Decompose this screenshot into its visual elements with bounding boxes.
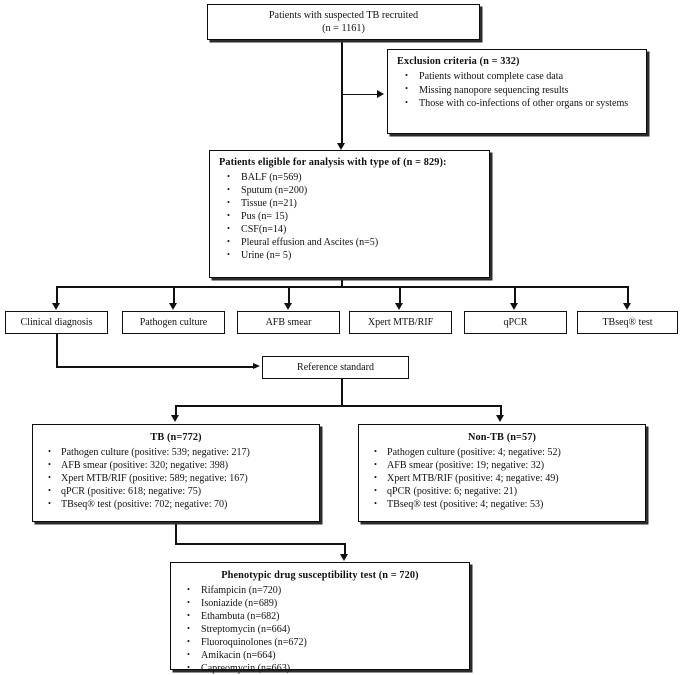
list-item: Urine (n= 5): [219, 249, 481, 262]
list-item: Pathogen culture (positive: 539; negativ…: [41, 446, 311, 459]
top-box-line2: (n = 1161): [322, 23, 365, 34]
nontb-results-list: Pathogen culture (positive: 4; negative:…: [367, 446, 637, 511]
tb-results-box: TB (n=772) Pathogen culture (positive: 5…: [32, 424, 320, 522]
connector-drop-method-5: [514, 286, 516, 306]
method-box-afb-smear: AFB smear: [237, 311, 340, 334]
method-box-pathogen-culture: Pathogen culture: [122, 311, 225, 334]
connector-methods-bus: [128, 286, 628, 288]
connector-drop-nontb: [500, 405, 502, 418]
list-item: AFB smear (positive: 19; negative: 32): [367, 459, 637, 472]
connector-drop-method-1: [56, 286, 58, 306]
connector-drop-tb: [175, 405, 177, 418]
connector-drop-method-6: [627, 286, 629, 306]
connector-top-to-eligible: [341, 40, 343, 145]
list-item: Fluoroquinolones (n=672): [179, 636, 461, 649]
eligible-specimen-list: BALF (n=569) Sputum (n=200) Tissue (n=21…: [219, 171, 481, 262]
connector-to-exclusion: [341, 93, 380, 96]
connector-tb-down: [175, 522, 177, 544]
connector-tb-right: [175, 543, 345, 545]
method-label: qPCR: [503, 316, 528, 328]
list-item: Ethambuta (n=682): [179, 610, 461, 623]
list-item: Xpert MTB/RIF (positive: 4; negative: 49…: [367, 472, 637, 485]
list-item: Tissue (n=21): [219, 197, 481, 210]
arrow-to-reference-standard: [253, 363, 260, 369]
list-item: Pathogen culture (positive: 4; negative:…: [367, 446, 637, 459]
list-item: Isoniazide (n=689): [179, 597, 461, 610]
list-item: Pus (n= 15): [219, 210, 481, 223]
arrow-to-nontb-box: [496, 415, 504, 422]
connector-clinical-down: [56, 334, 58, 367]
method-label: Clinical diagnosis: [20, 316, 93, 328]
top-box-line1: Patients with suspected TB recruited: [268, 9, 419, 21]
list-item: TBseq® test (positive: 4; negative: 53): [367, 498, 637, 511]
list-item: Amikacin (n=664): [179, 649, 461, 662]
eligible-title: Patients eligible for analysis with type…: [219, 157, 447, 168]
method-label: Pathogen culture: [139, 316, 208, 328]
list-item: Capreomycin (n=663): [179, 662, 461, 675]
dst-box: Phenotypic drug susceptibility test (n =…: [170, 562, 470, 674]
tb-results-list: Pathogen culture (positive: 539; negativ…: [41, 446, 311, 511]
exclusion-list: Patients without complete case data Miss…: [397, 70, 638, 111]
eligible-patients-box: Patients eligible for analysis with type…: [209, 150, 490, 278]
arrow-method-3: [284, 303, 292, 310]
method-box-clinical-diagnosis: Clinical diagnosis: [5, 311, 108, 334]
method-box-qpcr: qPCR: [464, 311, 567, 334]
list-item: Pleural effusion and Ascites (n=5): [219, 236, 481, 249]
list-item: TBseq® test (positive: 702; negative: 70…: [41, 498, 311, 511]
list-item: CSF(n=14): [219, 223, 481, 236]
connector-drop-method-4: [399, 286, 401, 306]
connector-clinical-right: [56, 366, 256, 368]
connector-dst-drop: [344, 543, 346, 557]
method-box-tbseq-test: TBseq® test: [577, 311, 678, 334]
top-box-recruited: Patients with suspected TB recruited (n …: [207, 4, 480, 40]
arrow-top-to-eligible: [337, 143, 345, 150]
nontb-results-box: Non-TB (n=57) Pathogen culture (positive…: [358, 424, 646, 522]
list-item: Those with co-infections of other organs…: [397, 97, 638, 111]
list-item: qPCR (positive: 618; negative: 75): [41, 485, 311, 498]
top-box-text: Patients with suspected TB recruited (n …: [269, 9, 418, 36]
arrow-to-exclusion: [377, 89, 384, 98]
connector-drop-method-2: [173, 286, 175, 306]
arrow-method-6: [623, 303, 631, 310]
connector-drop-method-3: [288, 286, 290, 306]
arrow-method-4: [395, 303, 403, 310]
arrow-method-2: [169, 303, 177, 310]
list-item: Sputum (n=200): [219, 184, 481, 197]
connector-eligible-stem: [341, 278, 343, 287]
list-item: Missing nanopore sequencing results: [397, 83, 638, 98]
method-label: AFB smear: [265, 316, 312, 328]
tb-title: TB (n=772): [150, 432, 202, 443]
exclusion-criteria-box: Exclusion criteria (n = 332) Patients wi…: [387, 49, 647, 134]
method-box-xpert-mtb-rif: Xpert MTB/RIF: [349, 311, 452, 334]
connector-refstd-bus: [175, 405, 501, 407]
method-label: Xpert MTB/RIF: [367, 316, 434, 328]
dst-title: Phenotypic drug susceptibility test (n =…: [221, 570, 419, 581]
reference-standard-label: Reference standard: [297, 361, 374, 373]
list-item: AFB smear (positive: 320; negative: 398): [41, 459, 311, 472]
arrow-to-dst-box: [340, 554, 348, 561]
method-label: TBseq® test: [602, 316, 653, 328]
list-item: BALF (n=569): [219, 171, 481, 184]
list-item: qPCR (positive: 6; negative: 21): [367, 485, 637, 498]
nontb-title: Non-TB (n=57): [467, 432, 537, 443]
list-item: Rifampicin (n=720): [179, 584, 461, 597]
exclusion-title: Exclusion criteria (n = 332): [397, 56, 520, 67]
list-item: Xpert MTB/RIF (positive: 589; negative: …: [41, 472, 311, 485]
reference-standard-box: Reference standard: [262, 356, 409, 379]
connector-refstd-down: [341, 379, 343, 406]
arrow-method-5: [510, 303, 518, 310]
list-item: Patients without complete case data: [397, 70, 638, 84]
connector-bus-left-ext: [56, 286, 130, 288]
arrow-to-tb-box: [171, 415, 179, 422]
dst-drug-list: Rifampicin (n=720) Isoniazide (n=689) Et…: [179, 584, 461, 675]
arrow-method-1: [52, 303, 60, 310]
list-item: Streptomycin (n=664): [179, 623, 461, 636]
